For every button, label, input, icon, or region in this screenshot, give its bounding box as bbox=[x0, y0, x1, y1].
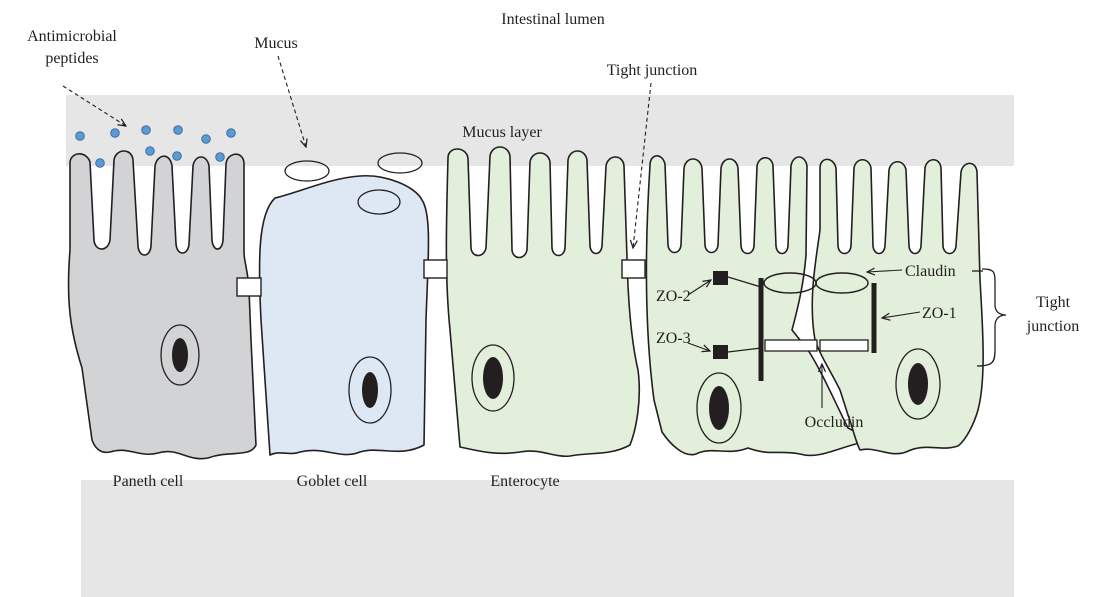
junction-box bbox=[622, 260, 645, 278]
zo3-square bbox=[713, 345, 728, 359]
label-zo1: ZO-1 bbox=[922, 305, 957, 322]
paneth-cell bbox=[69, 151, 257, 459]
junction-box bbox=[424, 260, 447, 278]
label-antimicrobial-line1: Antimicrobial bbox=[27, 28, 117, 45]
label-paneth-cell: Paneth cell bbox=[113, 473, 184, 490]
zo2-square bbox=[713, 271, 728, 285]
title-intestinal-lumen: Intestinal lumen bbox=[501, 11, 605, 28]
goblet-cell bbox=[259, 176, 428, 455]
junction-box bbox=[237, 278, 261, 296]
label-tight-junction-side-line2: junction bbox=[1026, 318, 1079, 335]
label-tight-junction-top: Tight junction bbox=[607, 62, 698, 79]
label-mucus-layer: Mucus layer bbox=[462, 124, 542, 141]
label-zo3: ZO-3 bbox=[656, 330, 691, 347]
label-tight-junction-side-line1: Tight bbox=[1036, 294, 1071, 311]
label-goblet-cell: Goblet cell bbox=[297, 473, 368, 490]
lamina-band bbox=[81, 480, 1014, 597]
label-mucus: Mucus bbox=[254, 35, 298, 52]
enterocyte-cell bbox=[446, 147, 639, 456]
label-antimicrobial-line2: peptides bbox=[45, 50, 98, 67]
label-occludin: Occludin bbox=[805, 414, 864, 431]
label-zo2: ZO-2 bbox=[656, 288, 691, 305]
label-enterocyte: Enterocyte bbox=[490, 473, 559, 490]
label-claudin: Claudin bbox=[905, 263, 956, 280]
